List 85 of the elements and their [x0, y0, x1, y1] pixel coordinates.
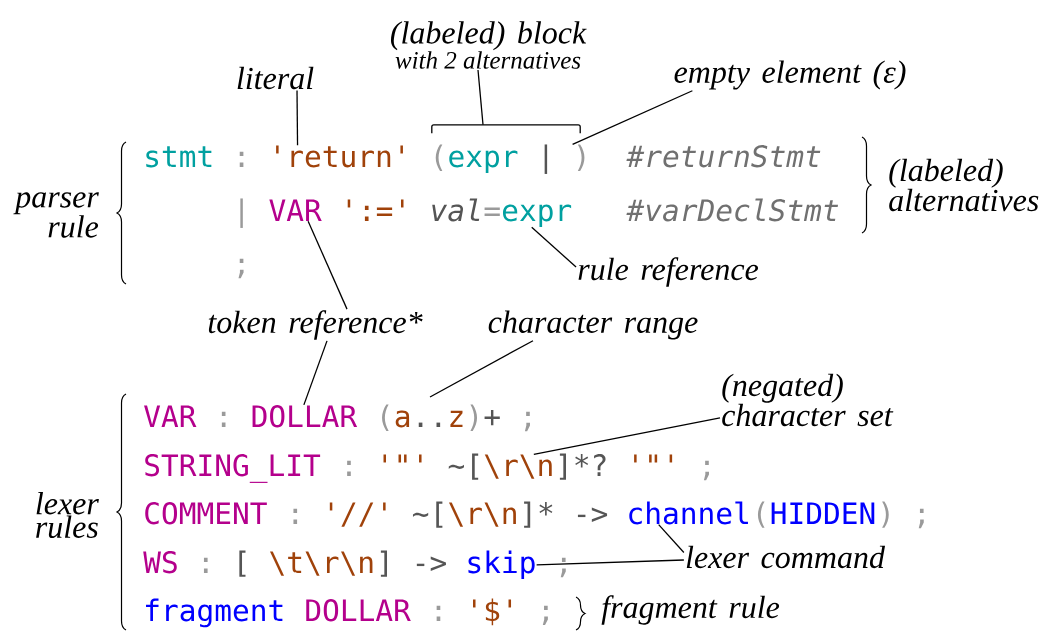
- code-token: (: [382, 404, 389, 431]
- annotation-label: lexer rules: [36, 491, 99, 539]
- leader-line: [571, 90, 693, 146]
- code-token: [: [239, 550, 246, 577]
- code-token: \r\n: [449, 502, 516, 527]
- code-token: a: [395, 410, 410, 428]
- leader-line: [536, 559, 685, 566]
- code-token: COMMENT: [145, 502, 267, 525]
- code-token: \t\r\n: [270, 551, 373, 576]
- code-token: ): [577, 144, 585, 171]
- callout-label: lexer command: [686, 545, 886, 569]
- code-token: :: [221, 411, 226, 427]
- code-token: ~: [448, 464, 464, 469]
- code-token: expr: [503, 204, 572, 228]
- annotation-label: parser rule: [13, 192, 99, 238]
- code-token: #returnStmt: [626, 145, 821, 168]
- code-token: +: [484, 410, 500, 426]
- leader-line: [533, 417, 721, 455]
- code-token: :: [203, 557, 208, 573]
- code-token: =: [484, 207, 500, 216]
- code-token: ;: [918, 508, 924, 529]
- callout-label: (labeled) block with 2 alternatives: [391, 21, 587, 69]
- code-token: '$': [473, 598, 512, 626]
- leader-line: [429, 340, 534, 398]
- leader-line: [307, 220, 348, 310]
- leader-line: [658, 523, 685, 554]
- code-token: ':=': [347, 199, 404, 221]
- code-token: '"': [634, 454, 673, 463]
- callout-label: (negated) character set: [722, 373, 894, 427]
- code-token: ): [470, 404, 478, 431]
- code-token: *?: [575, 454, 606, 476]
- code-token: ..: [418, 422, 441, 427]
- code-token: STRING_LIT: [145, 454, 321, 483]
- code-token: #varDeclStmt: [626, 198, 839, 222]
- code-token: VAR: [144, 405, 197, 427]
- code-token: '//': [329, 502, 386, 527]
- code-token: (: [757, 501, 765, 528]
- code-token: ]: [380, 550, 387, 577]
- code-token: ;: [560, 557, 566, 578]
- code-token: '"': [383, 454, 422, 463]
- code-token: fragment: [146, 598, 283, 628]
- leader-line: [477, 69, 484, 126]
- code-token: WS: [143, 551, 177, 574]
- callout-label: literal: [237, 66, 314, 90]
- code-token: |: [240, 198, 243, 228]
- leader-line: [303, 340, 328, 406]
- code-token: ;: [238, 258, 244, 279]
- code-token: |: [544, 144, 548, 174]
- code-token: ;: [524, 411, 530, 432]
- code-token: 'return': [276, 145, 403, 168]
- code-token: channel: [629, 501, 748, 525]
- code-token: :: [293, 508, 298, 524]
- code-token: skip: [468, 550, 535, 580]
- callout-label: token reference*: [208, 310, 423, 340]
- code-token: :: [436, 605, 441, 621]
- code-token: val: [432, 198, 480, 222]
- code-token: ->: [416, 556, 446, 571]
- leader-line: [531, 226, 577, 268]
- code-token: \r\n: [484, 454, 552, 479]
- code-token: [: [472, 453, 479, 480]
- code-token: ]: [524, 501, 531, 528]
- code-token: DOLLAR: [252, 405, 358, 428]
- code-token: [: [436, 501, 443, 528]
- code-token: DOLLAR: [306, 599, 411, 622]
- leader-line: [296, 89, 299, 146]
- code-token: :: [239, 151, 244, 167]
- code-token: ;: [703, 460, 709, 481]
- callout-label: character range: [488, 310, 698, 340]
- code-token: ->: [577, 507, 608, 522]
- code-token: ;: [542, 605, 548, 626]
- code-token: ): [882, 501, 889, 528]
- code-token: z: [450, 410, 463, 427]
- annotation-label: (labeled) alternatives: [889, 158, 1039, 212]
- code-token: VAR: [269, 199, 322, 221]
- code-token: *: [539, 502, 553, 516]
- bracket: [431, 124, 581, 134]
- code-token: :: [347, 460, 351, 476]
- code-token: ~: [413, 512, 429, 517]
- code-token: ]: [559, 453, 566, 480]
- annotation-label: fragment rule: [601, 595, 780, 625]
- callout-label: rule reference: [578, 257, 759, 287]
- code-token: HIDDEN: [771, 502, 875, 524]
- code-token: expr: [449, 150, 518, 174]
- callout-label: empty element (ε): [674, 60, 906, 90]
- code-token: stmt: [146, 146, 212, 168]
